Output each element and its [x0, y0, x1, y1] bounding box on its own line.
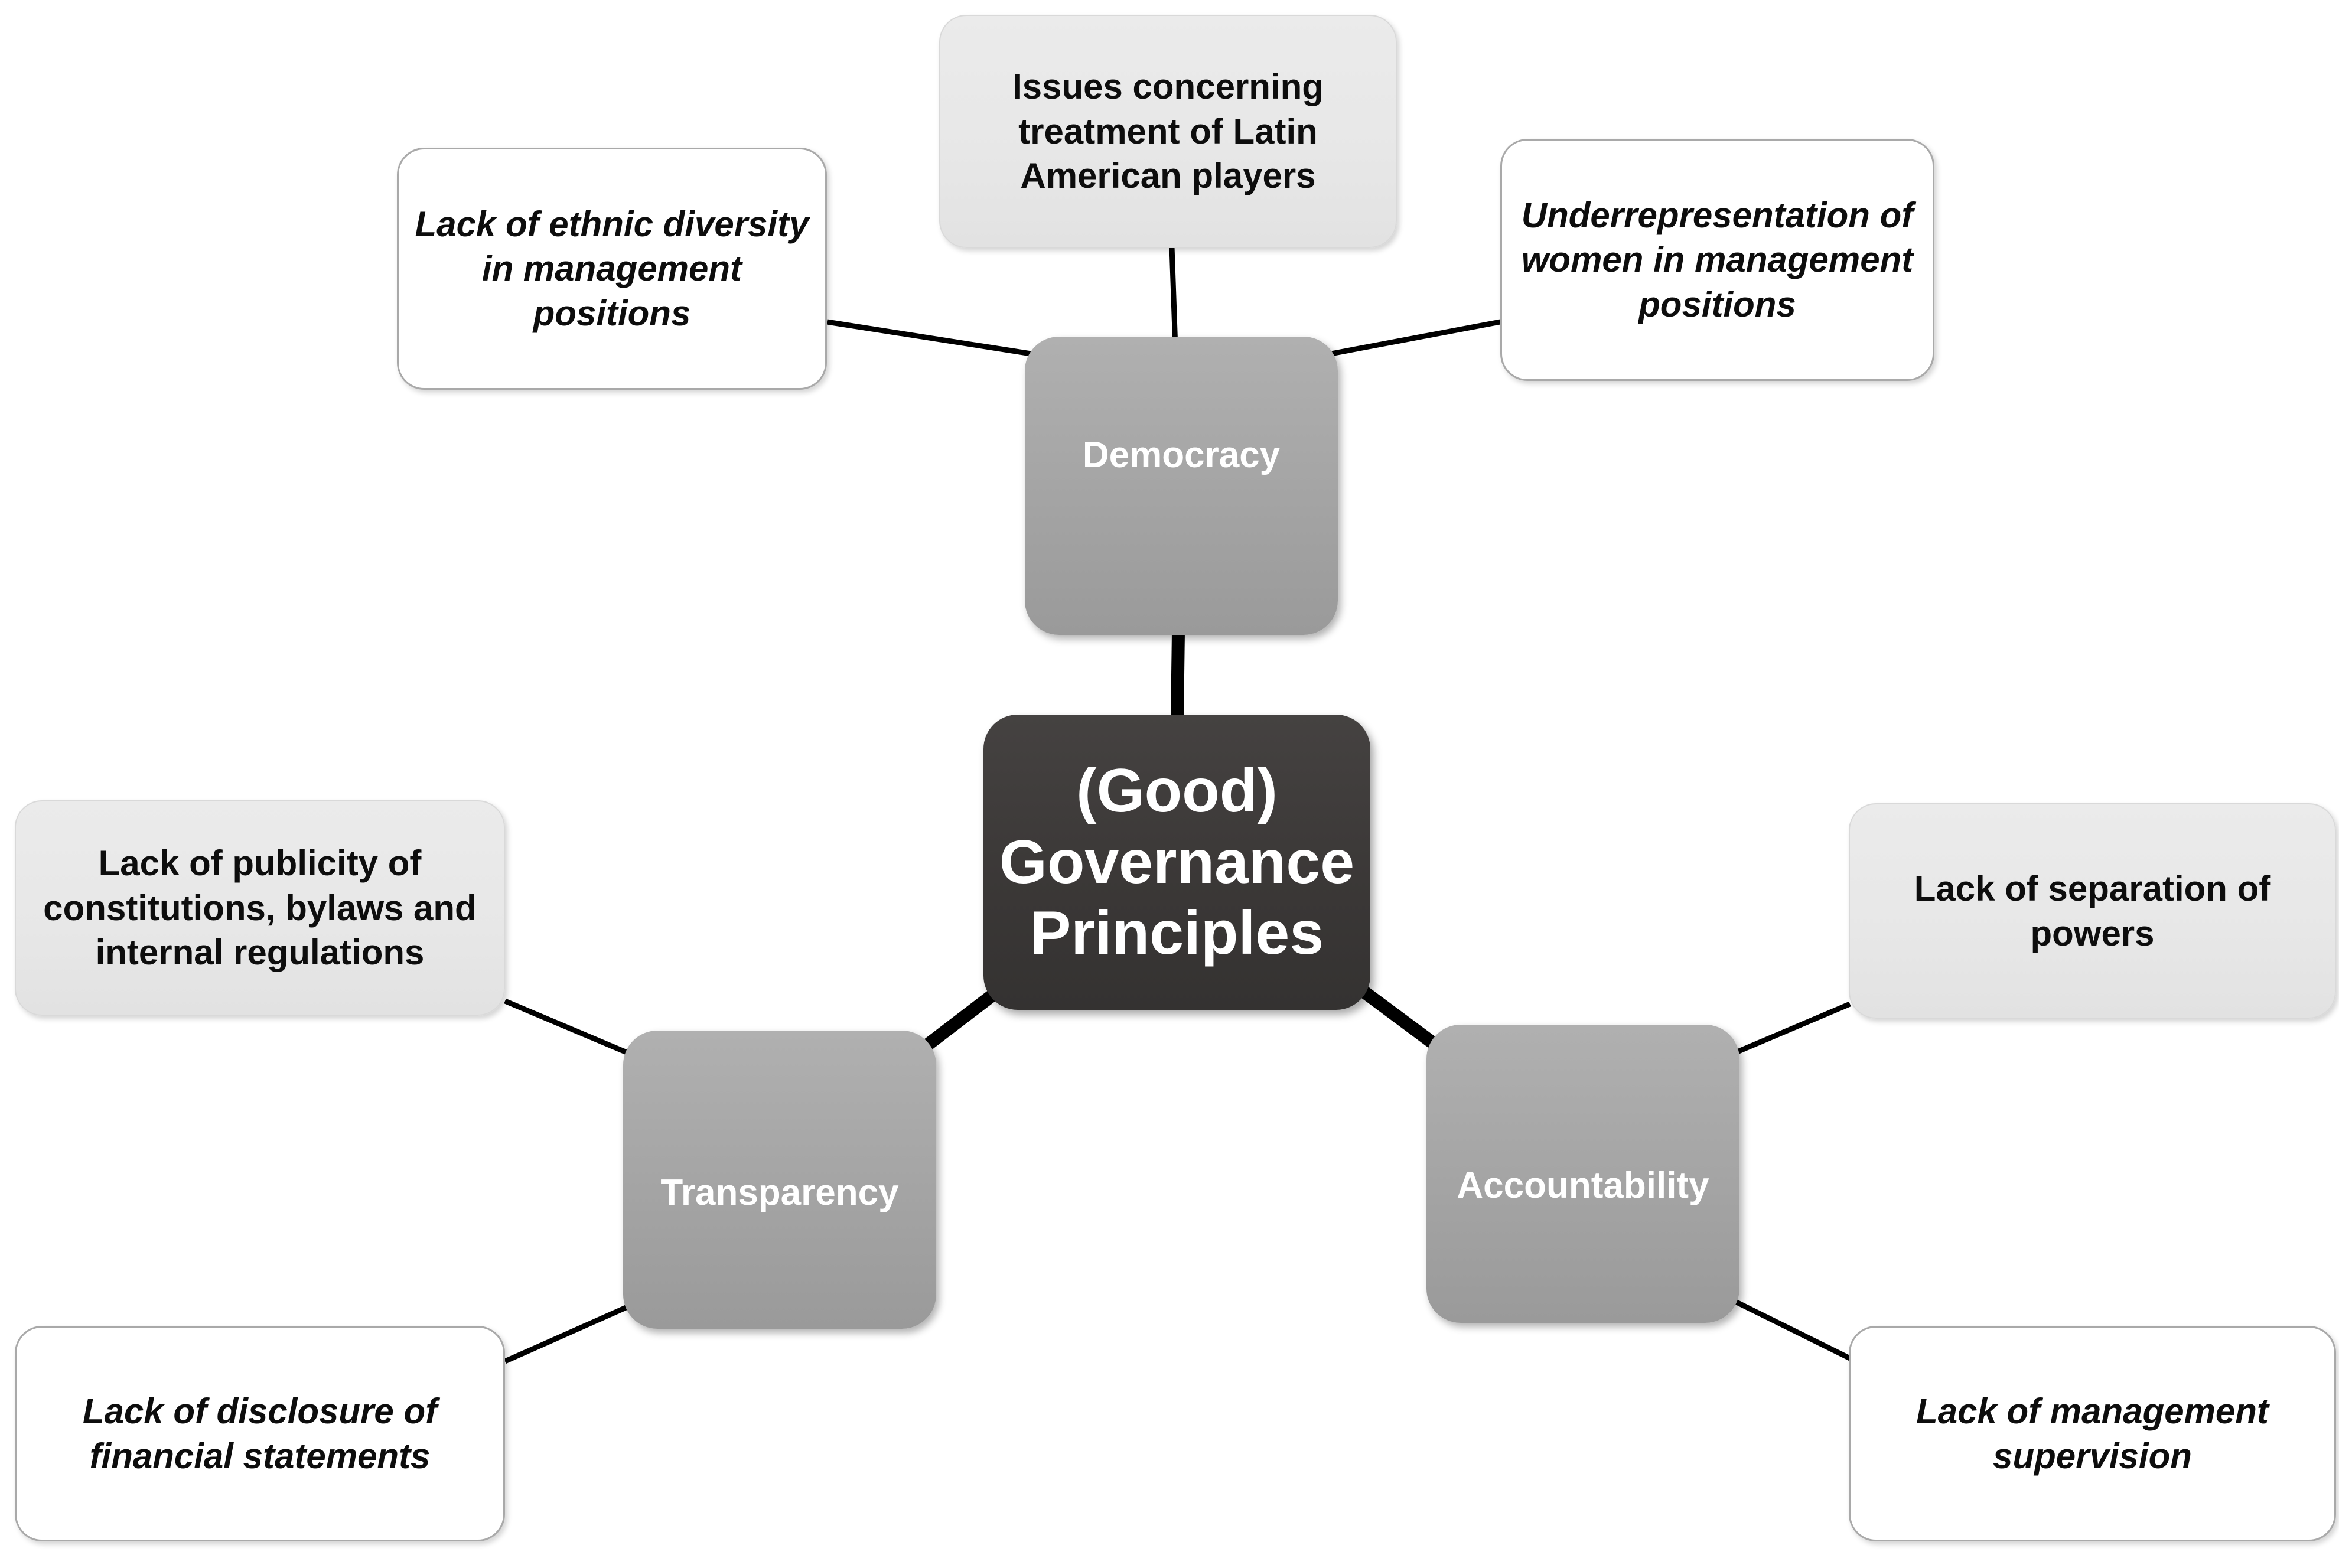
issue-women-underrepresented[interactable]: Underrepresentation of women in manageme… — [1500, 139, 1934, 381]
issue-financial-disclosure-label: Lack of disclosure of financial statemen… — [82, 1391, 438, 1476]
node-good-governance-principles-label: (Good) Governance Principles — [999, 757, 1355, 968]
node-democracy[interactable]: Democracy — [1025, 337, 1338, 635]
edge-accountability-separation-of-powers — [1724, 1001, 1851, 1060]
node-democracy-label: Democracy — [1082, 434, 1281, 475]
node-transparency[interactable]: Transparency — [623, 1031, 936, 1329]
edge-transparency-publicity — [504, 998, 639, 1060]
issue-financial-disclosure[interactable]: Lack of disclosure of financial statemen… — [15, 1326, 505, 1541]
node-transparency-label: Transparency — [660, 1172, 899, 1213]
node-accountability[interactable]: Accountability — [1426, 1025, 1739, 1323]
issue-separation-of-powers-label: Lack of separation of powers — [1914, 868, 2271, 953]
issue-publicity-constitutions-label: Lack of publicity of constitutions, byla… — [43, 843, 477, 973]
issue-ethnic-diversity[interactable]: Lack of ethnic diversity in management p… — [397, 148, 827, 390]
node-accountability-label: Accountability — [1457, 1165, 1709, 1206]
edge-center-democracy — [1171, 631, 1185, 718]
issue-latin-players-label: Issues concerning treatment of Latin Ame… — [1012, 67, 1324, 196]
issue-latin-players[interactable]: Issues concerning treatment of Latin Ame… — [939, 15, 1397, 248]
issue-women-underrepresented-label: Underrepresentation of women in manageme… — [1521, 195, 1914, 324]
issue-management-supervision-label: Lack of management supervision — [1916, 1391, 2269, 1476]
issue-separation-of-powers[interactable]: Lack of separation of powers — [1849, 803, 2336, 1019]
edge-transparency-financial-disclosure — [504, 1299, 639, 1364]
node-good-governance-principles[interactable]: (Good) Governance Principles — [983, 715, 1370, 1010]
issue-ethnic-diversity-label: Lack of ethnic diversity in management p… — [415, 204, 809, 333]
issue-publicity-constitutions[interactable]: Lack of publicity of constitutions, byla… — [15, 800, 505, 1016]
issue-management-supervision[interactable]: Lack of management supervision — [1849, 1326, 2336, 1541]
edge-democracy-women — [1327, 319, 1501, 357]
edge-accountability-management-supervision — [1724, 1293, 1851, 1361]
edge-democracy-latin-players — [1169, 246, 1178, 349]
edge-democracy-ethnic-diversity — [826, 319, 1035, 357]
